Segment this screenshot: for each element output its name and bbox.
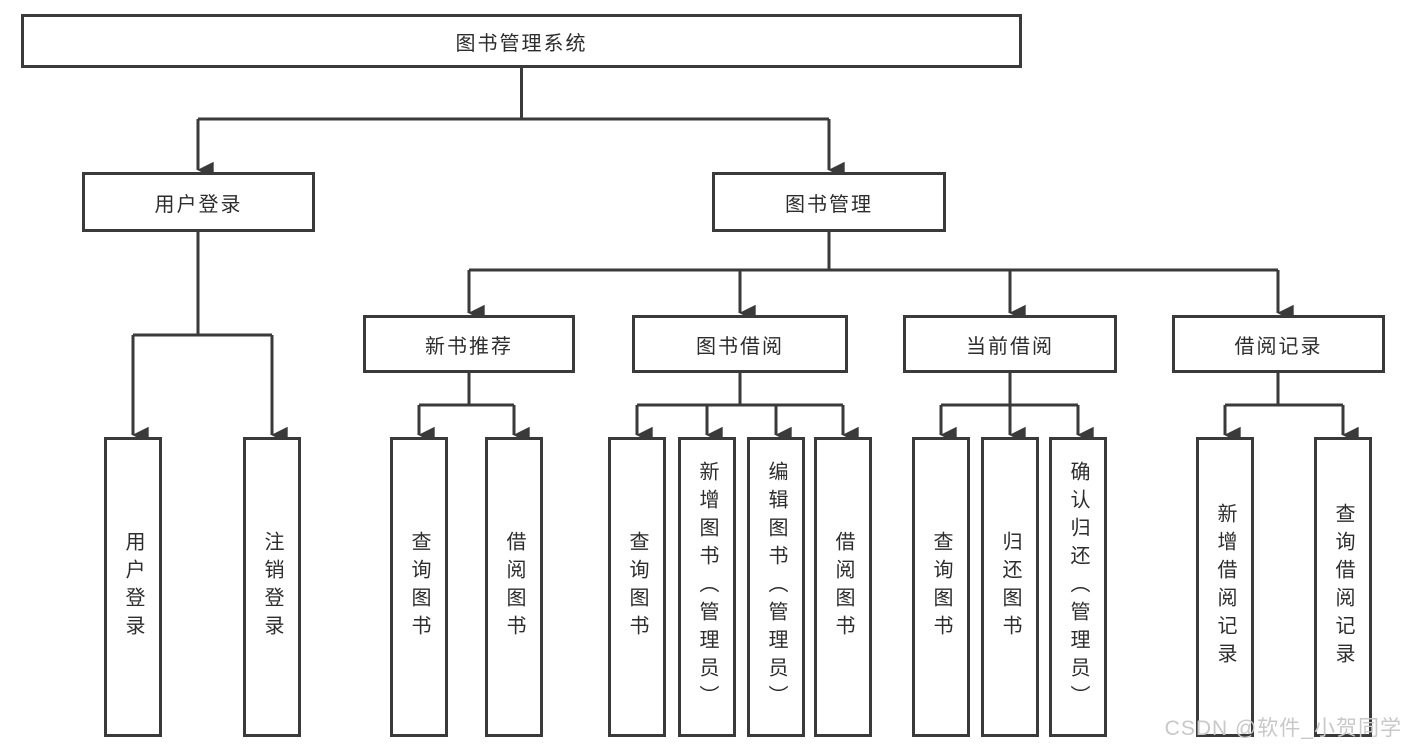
leaf-cb-return-books: 归还图书 (981, 437, 1039, 737)
node-label: 借阅图书 (832, 531, 854, 643)
node-current-borrow: 当前借阅 (903, 315, 1117, 373)
node-label: 查询图书 (626, 531, 648, 643)
leaf-cb-query-books: 查询图书 (912, 437, 970, 737)
leaf-bb-add-books-admin: 新增图书（管理员） (678, 437, 736, 737)
leaf-br-query-borrow-record: 查询借阅记录 (1314, 437, 1372, 737)
node-label: 新书推荐 (425, 335, 513, 358)
node-label: 查询图书 (930, 531, 952, 643)
node-new-book-recommend: 新书推荐 (363, 315, 575, 373)
leaf-bb-query-books: 查询图书 (608, 437, 666, 737)
leaf-bb-edit-books-admin: 编辑图书（管理员） (747, 437, 805, 737)
leaf-cb-confirm-return-admin: 确认归还（管理员） (1049, 437, 1107, 737)
node-label: 新增图书（管理员） (696, 461, 718, 713)
node-user-login-branch: 用户登录 (82, 172, 315, 232)
node-label: 新增借阅记录 (1214, 503, 1236, 671)
leaf-br-add-borrow-record: 新增借阅记录 (1196, 437, 1254, 737)
node-label: 用户登录 (122, 531, 144, 643)
node-label: 图书管理 (785, 193, 873, 216)
node-label: 归还图书 (999, 531, 1021, 643)
leaf-bb-borrow-books: 借阅图书 (814, 437, 872, 737)
node-label: 查询图书 (408, 531, 430, 643)
node-label: 用户登录 (154, 193, 243, 216)
node-root-book-management-system: 图书管理系统 (21, 14, 1022, 68)
csdn-watermark: CSDN @软件_小贺同学 (1164, 717, 1402, 740)
leaf-nbr-query-books: 查询图书 (390, 437, 448, 737)
node-label: 图书管理系统 (455, 32, 588, 55)
node-label: 注销登录 (261, 531, 283, 643)
node-label: 借阅图书 (503, 531, 525, 643)
node-book-borrow: 图书借阅 (632, 315, 848, 373)
node-label: 查询借阅记录 (1332, 503, 1354, 671)
node-label: 编辑图书（管理员） (765, 461, 787, 713)
node-label: 当前借阅 (966, 335, 1054, 358)
leaf-nbr-borrow-books: 借阅图书 (485, 437, 543, 737)
node-label: 确认归还（管理员） (1067, 461, 1089, 713)
node-book-management-branch: 图书管理 (712, 172, 946, 232)
leaf-user-login: 用户登录 (104, 437, 162, 737)
node-label: 图书借阅 (696, 335, 784, 358)
node-borrow-records: 借阅记录 (1172, 315, 1385, 373)
leaf-logout: 注销登录 (243, 437, 301, 737)
node-label: 借阅记录 (1234, 335, 1323, 358)
